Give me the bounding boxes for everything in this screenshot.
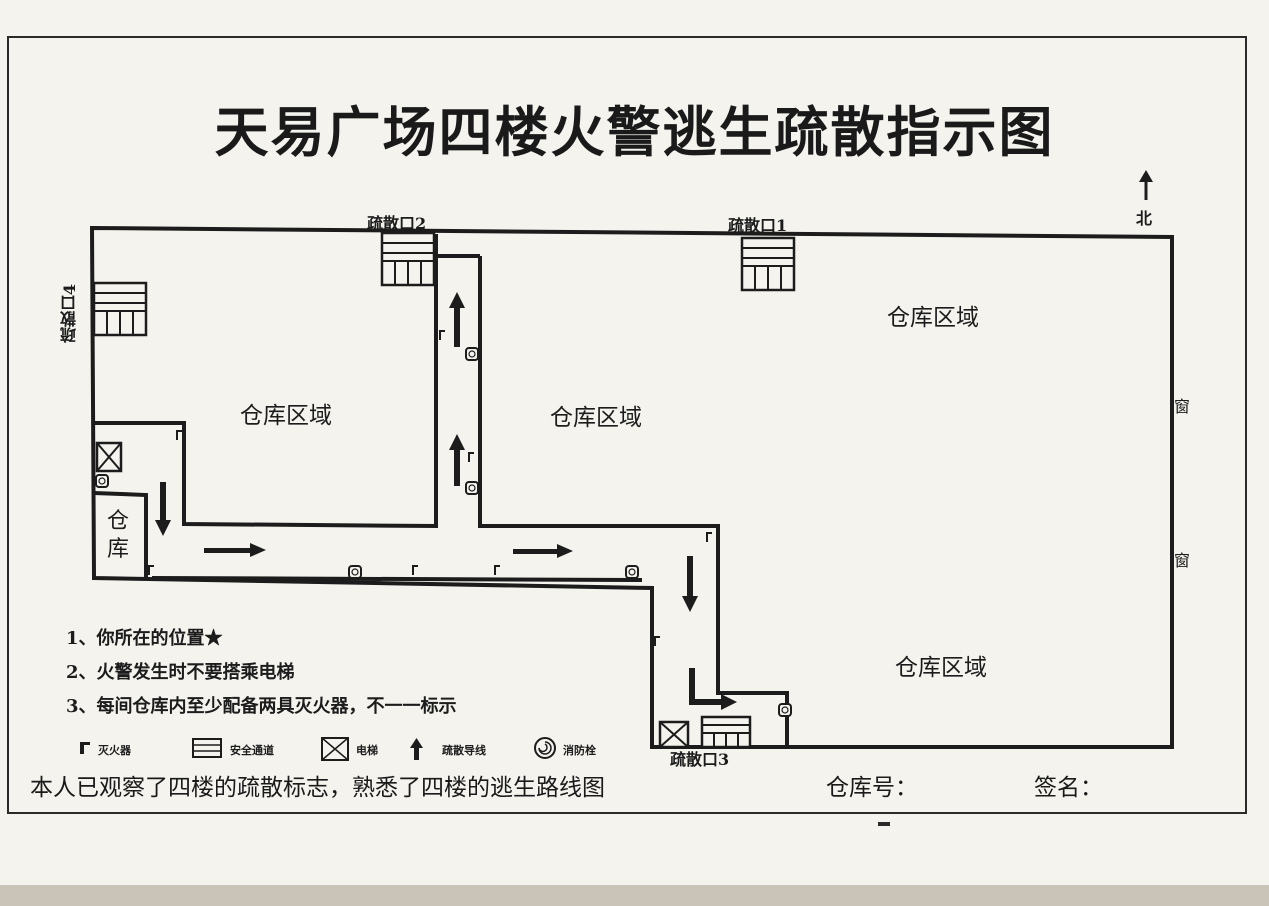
zone-label: 仓库区域 <box>895 655 987 681</box>
legend-label: 消防栓 <box>563 744 596 757</box>
exit-1-stair <box>740 236 796 292</box>
fire-extinguisher-icon <box>176 430 182 440</box>
fire-extinguisher-icon <box>439 330 445 340</box>
window-label: 窗 <box>1174 551 1191 570</box>
legend-label: 灭火器 <box>98 744 131 757</box>
exit-1-label: 疏散口1 <box>728 216 788 235</box>
warehouse-number-label: 仓库号： <box>826 775 918 801</box>
exit-3-stair <box>700 715 752 749</box>
note-2: 2、火警发生时不要搭乘电梯 <box>66 662 295 683</box>
fire-hydrant-icon <box>95 474 109 488</box>
note-1: 1、你所在的位置★ <box>66 628 223 649</box>
note-3: 3、每间仓库内至少配备两具灭火器，不一一标示 <box>66 696 457 717</box>
zone-label: 仓库区域 <box>887 305 979 331</box>
speck <box>878 822 890 826</box>
map-title: 天易广场四楼火警逃生疏散指示图 <box>214 100 1055 164</box>
evacuation-arrow-icon <box>449 292 465 347</box>
small-storage-label: 仓库 <box>106 509 129 562</box>
zone-label: 仓库区域 <box>550 405 642 431</box>
legend-icons <box>80 737 556 761</box>
fire-extinguisher-icon <box>80 742 90 754</box>
exit-3-label: 疏散口3 <box>670 750 730 769</box>
evacuation-arrows <box>155 292 737 710</box>
evacuation-arrow-icon <box>682 556 698 612</box>
elevator-icon <box>658 720 690 749</box>
evacuation-arrow-icon <box>449 434 465 486</box>
sheet-frame <box>7 36 1247 814</box>
fire-hydrant-icon <box>778 703 792 717</box>
fire-extinguisher-icon <box>468 452 474 462</box>
fire-extinguisher-icon <box>494 565 500 575</box>
fire-hydrant-icon <box>348 565 362 579</box>
legend-label: 安全通道 <box>230 744 274 757</box>
fire-extinguisher-icon <box>654 636 660 646</box>
footer-statement: 本人已观察了四楼的疏散标志，熟悉了四楼的逃生路线图 <box>30 775 605 801</box>
evacuation-arrow-icon <box>689 668 737 710</box>
fire-extinguisher-icon <box>706 532 712 542</box>
interior-walls <box>93 234 789 747</box>
evacuation-arrow-icon <box>204 543 266 557</box>
signature-label: 签名： <box>1034 775 1103 801</box>
exit-2-label: 疏散口2 <box>367 214 427 233</box>
floor-plan <box>80 170 1174 826</box>
evacuation-arrow-icon <box>410 738 423 760</box>
evacuation-arrow-icon <box>155 482 171 536</box>
outer-walls <box>89 225 1174 749</box>
fire-hydrant-icon <box>625 565 639 579</box>
window-label: 窗 <box>1174 397 1191 416</box>
evacuation-arrow-icon <box>513 544 573 558</box>
exit-2-stair <box>380 231 436 287</box>
evacuation-sheet: 天易广场四楼火警逃生疏散指示图 <box>0 0 1269 885</box>
fire-hydrant-icon <box>465 481 479 495</box>
north-arrow-icon <box>1139 170 1153 200</box>
exit-4-label: 疏散口4 <box>60 284 79 344</box>
fire-extinguisher-icon <box>412 565 418 575</box>
safety-exit-icon <box>192 738 222 758</box>
zone-label: 仓库区域 <box>240 403 332 429</box>
fire-hydrant-icon <box>465 347 479 361</box>
legend-label: 电梯 <box>356 744 378 757</box>
fire-extinguisher-icon <box>148 565 154 575</box>
fire-hydrant-icon <box>534 737 556 759</box>
elevator-icon <box>321 737 349 761</box>
north-label: 北 <box>1136 209 1153 228</box>
exit-4-stair <box>92 281 148 337</box>
legend-label: 疏散导线 <box>442 744 486 757</box>
elevator-icon <box>95 441 123 473</box>
